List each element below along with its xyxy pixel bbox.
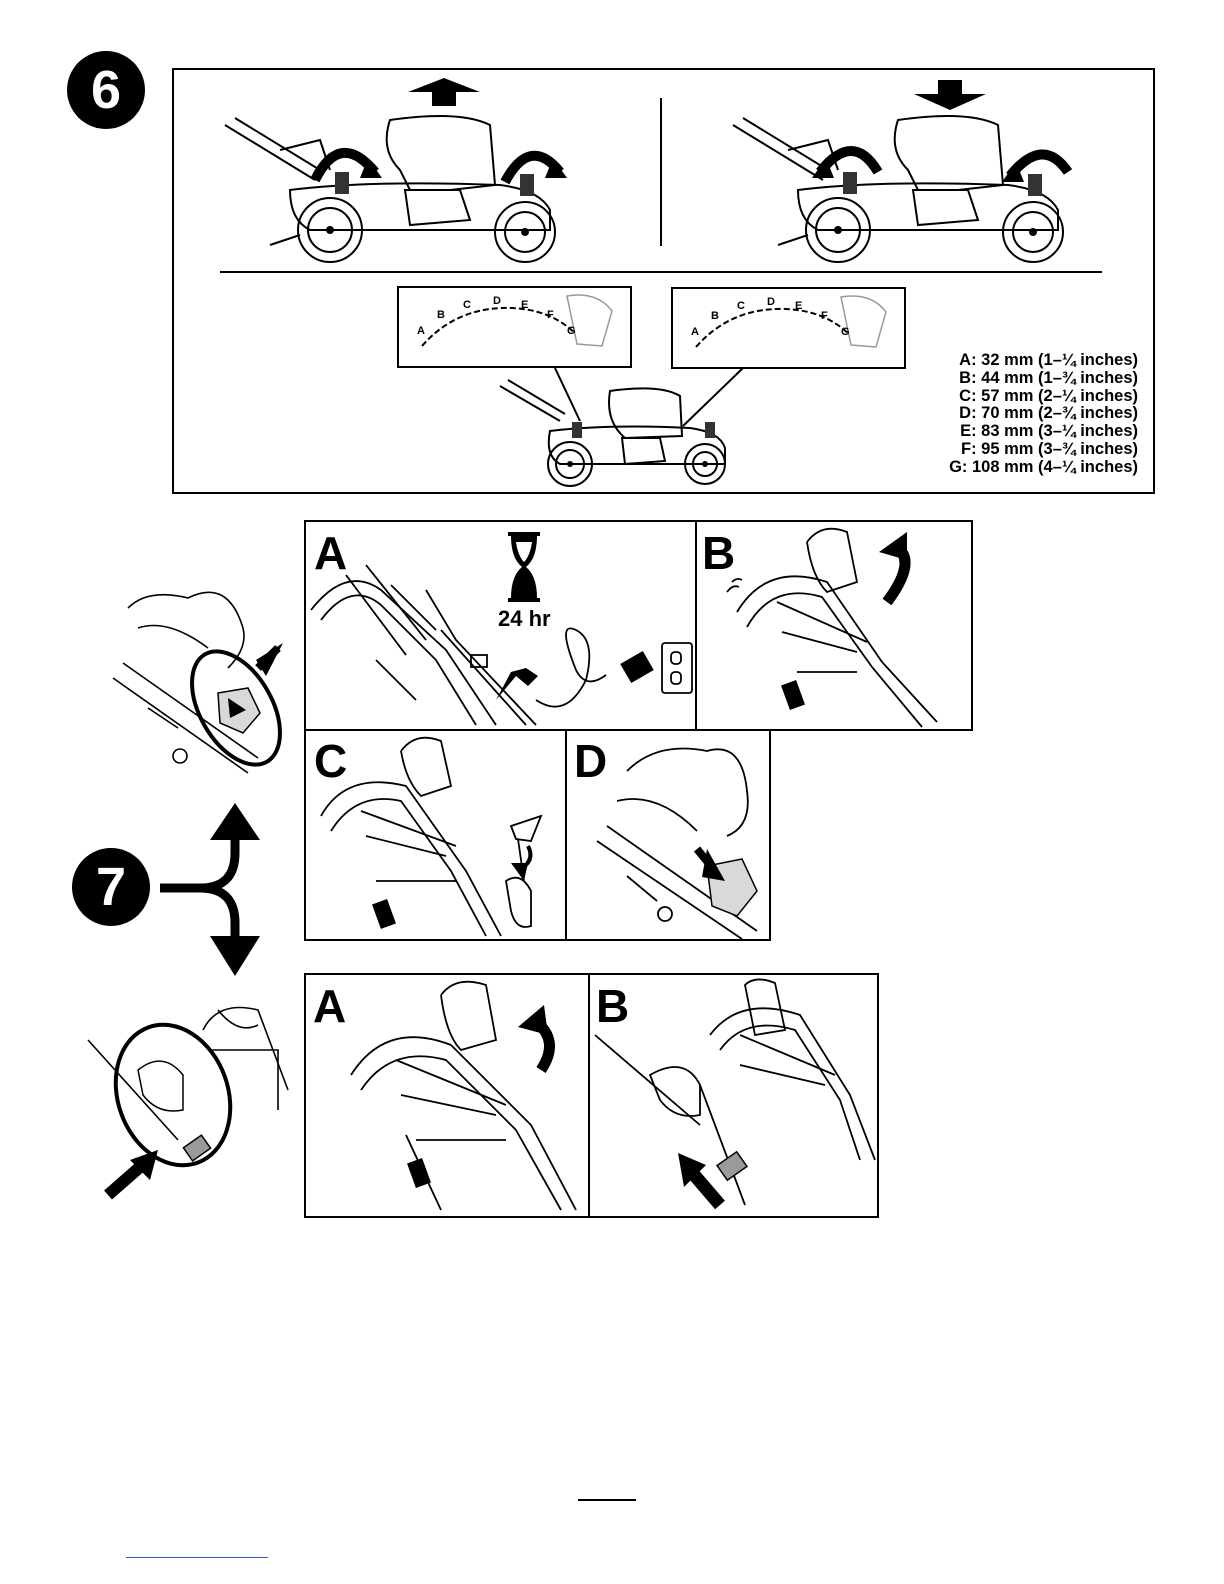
dial-letter-c: C xyxy=(463,299,471,311)
dial-letter-g: G xyxy=(841,326,850,338)
key-remove-illustration xyxy=(590,975,877,1216)
charging-handle-illustration xyxy=(306,560,696,730)
step-6-vertical-divider xyxy=(660,98,662,246)
footer-link-underline xyxy=(126,1557,268,1558)
raise-arrow-icon xyxy=(404,78,484,108)
handle-unfold-illustration xyxy=(697,522,971,729)
dial-letter-e: E xyxy=(795,300,802,312)
safety-key-insert-detail xyxy=(108,568,288,778)
height-dial-left: A B C D E F G xyxy=(397,286,632,368)
mower-raise-illustration xyxy=(220,110,600,270)
cutting-height-d: D: 70 mm (2–¾ inches) xyxy=(930,405,1138,423)
page-footer-rule xyxy=(578,1499,636,1501)
safety-key-illustration xyxy=(306,731,565,939)
step-6-badge: 6 xyxy=(67,51,145,129)
dial-letter-b: B xyxy=(437,309,445,321)
handle-fold-illustration xyxy=(306,975,588,1216)
step-7-badge: 7 xyxy=(72,848,150,926)
dial-letter-f: F xyxy=(821,310,828,322)
mower-lower-illustration xyxy=(728,110,1108,270)
dial-letter-b: B xyxy=(711,310,719,322)
safety-key-remove-detail xyxy=(88,990,298,1204)
cutting-height-g: G: 108 mm (4–¼ inches) xyxy=(930,459,1138,477)
lower-arrow-icon xyxy=(910,80,990,110)
cutting-height-list: A: 32 mm (1–¼ inches) B: 44 mm (1–¾ inch… xyxy=(930,352,1138,477)
dial-letter-d: D xyxy=(767,296,775,308)
cutting-height-c: C: 57 mm (2–¼ inches) xyxy=(930,388,1138,406)
dial-letter-d: D xyxy=(493,295,501,307)
mower-height-adjust-illustration xyxy=(500,366,740,490)
dial-letter-e: E xyxy=(521,299,528,311)
dial-letter-g: G xyxy=(567,325,576,337)
dial-letter-c: C xyxy=(737,300,745,312)
branch-arrows-icon xyxy=(160,798,270,978)
cutting-height-b: B: 44 mm (1–¾ inches) xyxy=(930,370,1138,388)
dial-letter-a: A xyxy=(691,326,699,338)
height-dial-right: A B C D E F G xyxy=(671,287,906,369)
key-insert-illustration xyxy=(567,731,769,939)
cutting-height-a: A: 32 mm (1–¼ inches) xyxy=(930,352,1138,370)
dial-letter-f: F xyxy=(547,309,554,321)
cutting-height-e: E: 83 mm (3–¼ inches) xyxy=(930,423,1138,441)
cutting-height-f: F: 95 mm (3–¾ inches) xyxy=(930,441,1138,459)
step-6-horizontal-divider xyxy=(220,271,1102,273)
dial-letter-a: A xyxy=(417,325,425,337)
